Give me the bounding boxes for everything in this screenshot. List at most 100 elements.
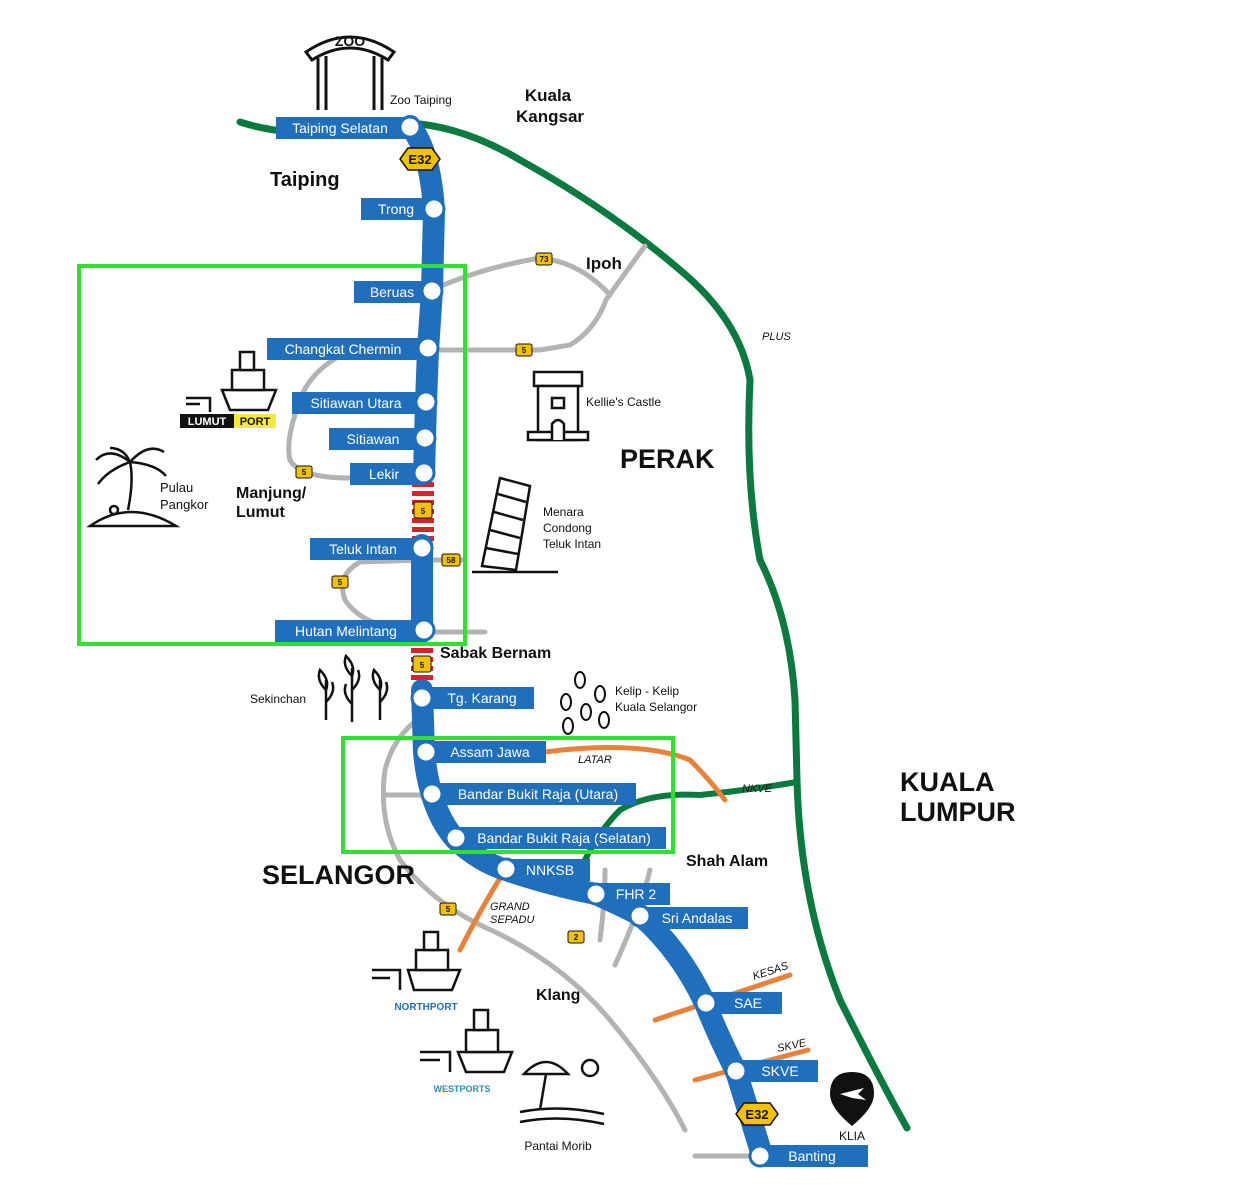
- label-kellies-castle: Kellie's Castle: [586, 395, 661, 409]
- shield-e32-top: E32: [399, 147, 441, 171]
- rice-plant-icon: [317, 653, 389, 722]
- highlight-box-selangor-segment: [341, 736, 675, 854]
- lumut-ship-icon: [186, 350, 278, 412]
- station-bandar-bukit-raja-selatan[interactable]: Bandar Bukit Raja (Selatan): [444, 826, 666, 850]
- station-label: Hutan Melintang: [295, 623, 397, 639]
- label-taiping: Taiping: [270, 169, 340, 191]
- firefly-icon: [560, 671, 610, 735]
- station-changkat-chermin[interactable]: Changkat Chermin: [267, 336, 440, 360]
- svg-text:E32: E32: [408, 152, 431, 167]
- label-pantai-morib: Pantai Morib: [524, 1139, 592, 1153]
- station-sitiawan-utara[interactable]: Sitiawan Utara: [292, 390, 438, 414]
- station-label: SAE: [734, 995, 762, 1011]
- label-latar: LATAR: [578, 754, 612, 766]
- label-plus: PLUS: [762, 331, 791, 343]
- shield-route-2: 2: [567, 930, 585, 944]
- label-manjung-1: Manjung/: [236, 485, 307, 502]
- station-label: NNKSB: [526, 862, 574, 878]
- station-label: Banting: [788, 1148, 835, 1164]
- shield-route-58: 58: [441, 553, 461, 567]
- station-label: Lekir: [369, 466, 400, 482]
- station-skve[interactable]: SKVE: [724, 1059, 818, 1083]
- station-nnksb[interactable]: NNKSB: [494, 857, 590, 881]
- label-pulau-pangkor-1: Pulau: [160, 480, 193, 495]
- station-label: Assam Jawa: [450, 744, 530, 760]
- station-label: Sitiawan Utara: [310, 395, 401, 411]
- label-kuala-kangsar-2: Kangsar: [516, 107, 584, 126]
- station-sri-andalas[interactable]: Sri Andalas: [628, 904, 748, 929]
- station-label: SKVE: [761, 1063, 798, 1079]
- label-selangor: SELANGOR: [262, 860, 415, 890]
- svg-text:58: 58: [447, 556, 456, 565]
- label-nkve: NKVE: [742, 783, 773, 795]
- shield-route-5-teluk: 5: [331, 575, 349, 589]
- station-label: Sitiawan: [347, 431, 400, 447]
- svg-text:2: 2: [574, 933, 579, 942]
- shield-route-5-gap: 5: [413, 501, 433, 519]
- station-tg-karang[interactable]: Tg. Karang: [410, 686, 534, 710]
- svg-text:5: 5: [338, 578, 343, 587]
- station-assam-jawa[interactable]: Assam Jawa: [414, 740, 546, 764]
- svg-text:5: 5: [420, 661, 425, 670]
- label-menara-1: Menara: [543, 505, 584, 519]
- station-taiping-selatan[interactable]: Taiping Selatan: [276, 115, 422, 139]
- label-pulau-pangkor-2: Pangkor: [160, 497, 209, 512]
- station-banting[interactable]: Banting: [748, 1144, 868, 1168]
- airport-pin-icon: [830, 1072, 874, 1126]
- station-trong[interactable]: Trong: [361, 197, 446, 221]
- station-label: Taiping Selatan: [292, 120, 388, 136]
- station-label: Teluk Intan: [329, 541, 397, 557]
- shield-route-5-changkat: 5: [515, 343, 533, 357]
- label-kuala-kangsar-1: Kuala: [525, 86, 572, 105]
- station-label: Trong: [378, 201, 414, 217]
- label-klang: Klang: [536, 987, 580, 1004]
- label-kuala-lumpur-1: KUALA: [900, 767, 995, 797]
- beach-umbrella-icon: [519, 1058, 605, 1126]
- station-lekir[interactable]: Lekir: [350, 461, 436, 485]
- label-menara-2: Condong: [543, 521, 592, 535]
- label-grand-sepadu-2: SEPADU: [490, 914, 534, 926]
- svg-text:5: 5: [421, 507, 426, 516]
- station-sae[interactable]: SAE: [694, 991, 782, 1015]
- label-zoo-taiping: Zoo Taiping: [390, 93, 452, 107]
- station-label: Bandar Bukit Raja (Selatan): [477, 830, 651, 846]
- station-label: Sri Andalas: [662, 910, 733, 926]
- svg-text:5: 5: [446, 905, 451, 914]
- label-grand-sepadu-1: GRAND: [490, 901, 530, 913]
- station-beruas[interactable]: Beruas: [354, 279, 444, 303]
- shield-route-73: 73: [535, 252, 553, 266]
- svg-text:E32: E32: [745, 1107, 768, 1122]
- northport-logo: NORTHPORT: [394, 1002, 457, 1013]
- westports-ship-icon: [420, 1008, 514, 1074]
- station-label: Bandar Bukit Raja (Utara): [458, 786, 618, 802]
- svg-text:73: 73: [540, 255, 549, 264]
- shield-route-5-lekir: 5: [295, 465, 313, 479]
- label-kuala-lumpur-2: LUMPUR: [900, 797, 1016, 827]
- station-hutan-melintang[interactable]: Hutan Melintang: [275, 618, 436, 642]
- station-teluk-intan[interactable]: Teluk Intan: [310, 536, 434, 560]
- leaning-tower-icon: [472, 476, 558, 574]
- label-sabak-bernam: Sabak Bernam: [440, 645, 551, 662]
- shield-route-5-sabak: 5: [412, 655, 432, 673]
- castle-icon: [526, 370, 590, 442]
- svg-text:PORT: PORT: [240, 416, 271, 428]
- zoo-arch-icon: [303, 35, 397, 110]
- station-bandar-bukit-raja-utara[interactable]: Bandar Bukit Raja (Utara): [420, 782, 636, 806]
- svg-text:5: 5: [522, 346, 527, 355]
- station-sitiawan[interactable]: Sitiawan: [329, 426, 437, 450]
- label-menara-3: Teluk Intan: [543, 537, 601, 551]
- station-label: Tg. Karang: [447, 690, 516, 706]
- station-label: FHR 2: [616, 886, 657, 902]
- palm-island-icon: [86, 446, 181, 528]
- label-klia: KLIA: [839, 1129, 865, 1143]
- svg-text:5: 5: [302, 468, 307, 477]
- svg-text:LUMUT: LUMUT: [188, 416, 227, 428]
- zoo-sign-text: ZOO: [335, 33, 365, 49]
- shield-e32-bottom: E32: [735, 1102, 779, 1126]
- label-manjung-2: Lumut: [236, 504, 286, 521]
- station-fhr2[interactable]: FHR 2: [584, 882, 670, 906]
- label-perak: PERAK: [620, 444, 715, 474]
- station-label: Changkat Chermin: [285, 341, 402, 357]
- westports-logo: WESTPORTS: [433, 1084, 490, 1094]
- label-sekinchan: Sekinchan: [250, 692, 306, 706]
